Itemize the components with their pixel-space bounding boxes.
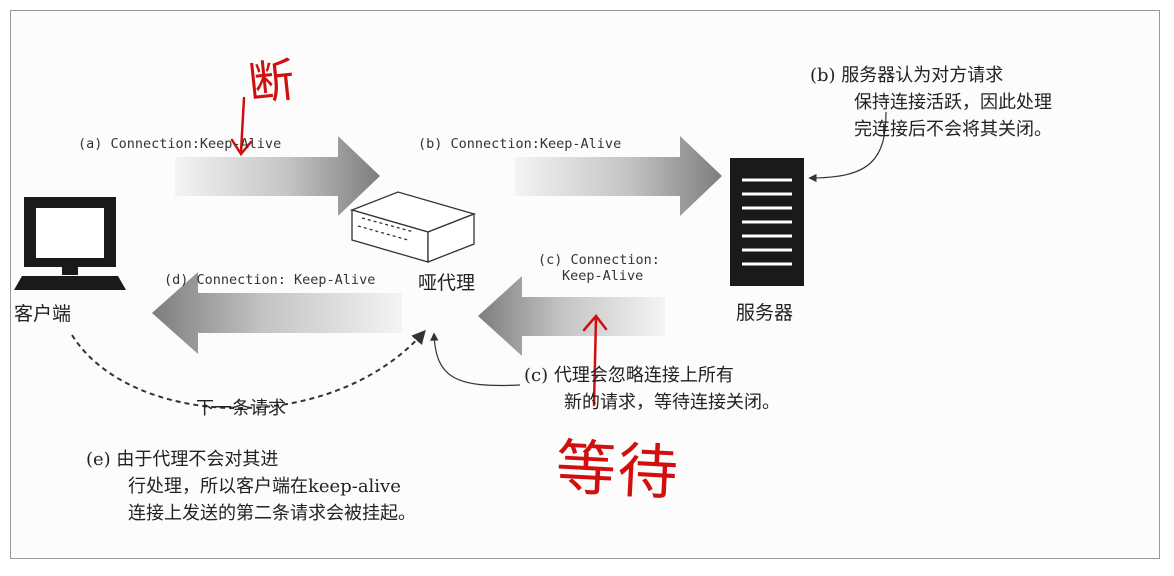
note-b-line: (b) 服务器认为对方请求 [810,65,1004,86]
note-c-line: 新的请求，等待连接关闭。 [564,392,780,413]
note-c-line: (c) 代理会忽略连接上所有 [524,365,734,386]
arrow-c-label-line2: Keep-Alive [562,268,644,284]
note-b: (b) 服务器认为对方请求 保持连接活跃，因此处理 完连接后不会将其关闭。 [810,62,1052,143]
arrow-b [515,136,722,216]
computer-icon [14,197,126,290]
next-request-label: 下一条请求 [196,398,286,419]
note-b-line: 保持连接活跃，因此处理 [854,92,1052,113]
note-e: (e) 由于代理不会对其进 行处理，所以客户端在keep-alive 连接上发送… [86,446,416,527]
proxy-label: 哑代理 [418,272,476,294]
pointer-c [430,332,521,387]
note-e-line: 连接上发送的第二条请求会被挂起。 [128,503,416,524]
arrow-a [175,136,380,216]
figure-frame [10,10,1160,559]
handwritten-wait: 等待 [553,432,682,510]
pointer-b [808,111,887,183]
note-c: (c) 代理会忽略连接上所有 新的请求，等待连接关闭。 [524,362,780,416]
next-request-curve [71,329,426,410]
arrow-a-label: (a) Connection:Keep-Alive [78,136,282,152]
arrow-c-label-line1: (c) Connection: [538,252,660,268]
server-label: 服务器 [736,302,794,324]
arrow-d-label: (d) Connection: Keep-Alive [164,272,376,288]
note-b-line: 完连接后不会将其关闭。 [854,119,1052,140]
arrow-b-label: (b) Connection:Keep-Alive [418,136,622,152]
note-e-line: 行处理，所以客户端在keep-alive [128,476,401,497]
client-label: 客户端 [14,303,72,325]
note-e-line: (e) 由于代理不会对其进 [86,449,279,470]
arrow-c [478,276,665,356]
proxy-box-icon [349,191,477,263]
server-icon [730,158,804,286]
arrow-d [152,272,402,354]
red-up-arrow [582,314,608,407]
handwritten-break: 断 [245,52,298,112]
red-down-arrow [230,96,253,157]
